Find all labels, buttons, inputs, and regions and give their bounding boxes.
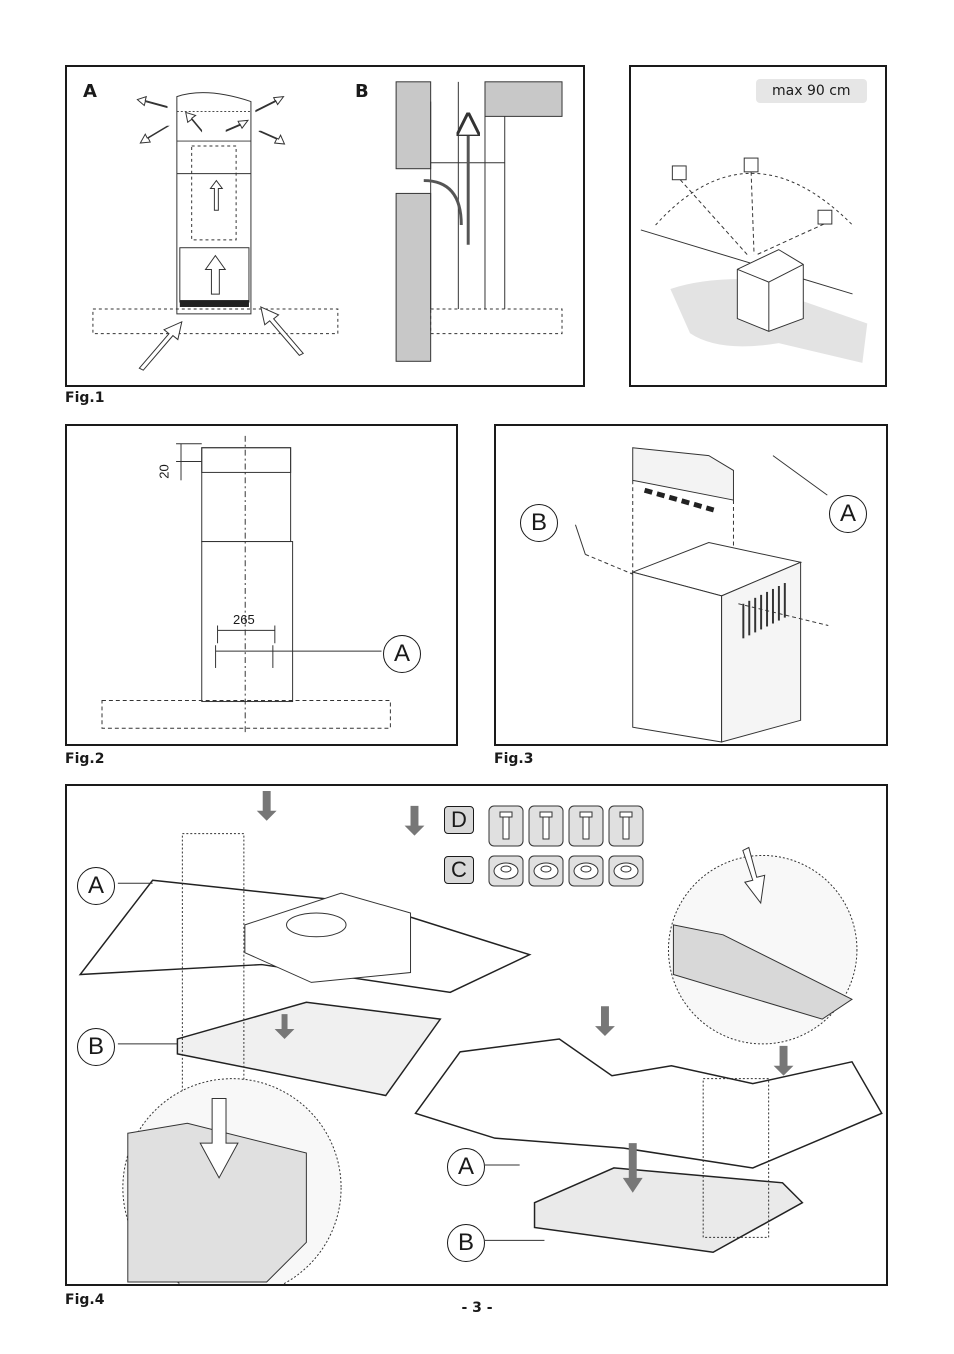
fig3-drawing xyxy=(574,447,829,743)
fig3-callout-b: B xyxy=(520,504,558,542)
fig3-callout-a: A xyxy=(829,495,867,533)
fig2-callout-a: A xyxy=(383,635,421,673)
fig2-panel: 20 265 A xyxy=(65,424,458,746)
fig4-caption: Fig.4 xyxy=(65,1292,105,1308)
washer-set-c xyxy=(488,855,644,887)
fig2-dimension-top: 20 xyxy=(156,464,172,479)
fig1-panel: A B xyxy=(65,65,585,387)
fig1-label-b: B xyxy=(355,81,369,102)
fig4-callout-b-left: B xyxy=(77,1028,115,1066)
fig4-label-c: C xyxy=(444,856,474,884)
page-number: - 3 - xyxy=(461,1300,493,1316)
fig1-drawing xyxy=(92,81,563,371)
fig4-callout-a-right: A xyxy=(447,1148,485,1186)
fig4-callout-a-left: A xyxy=(77,867,115,905)
screw-set-d xyxy=(488,805,644,847)
fig1-label-a: A xyxy=(83,81,97,102)
fig3-panel: A B xyxy=(494,424,888,746)
fig2-dimension-width: 265 xyxy=(233,612,255,627)
fig2-caption: Fig.2 xyxy=(65,751,105,767)
wall-distance-drawing xyxy=(640,157,868,363)
fig2-drawing xyxy=(101,435,391,735)
fig1-caption: Fig.1 xyxy=(65,390,105,406)
fig3-caption: Fig.3 xyxy=(494,751,534,767)
wall-distance-panel: max 90 cm xyxy=(629,65,887,387)
fig4-panel: A B A B D C xyxy=(65,784,888,1286)
fig4-callout-b-right: B xyxy=(447,1224,485,1262)
max-distance-badge: max 90 cm xyxy=(756,79,867,103)
fig4-label-d: D xyxy=(444,806,474,834)
fig4-drawing xyxy=(78,790,883,1284)
